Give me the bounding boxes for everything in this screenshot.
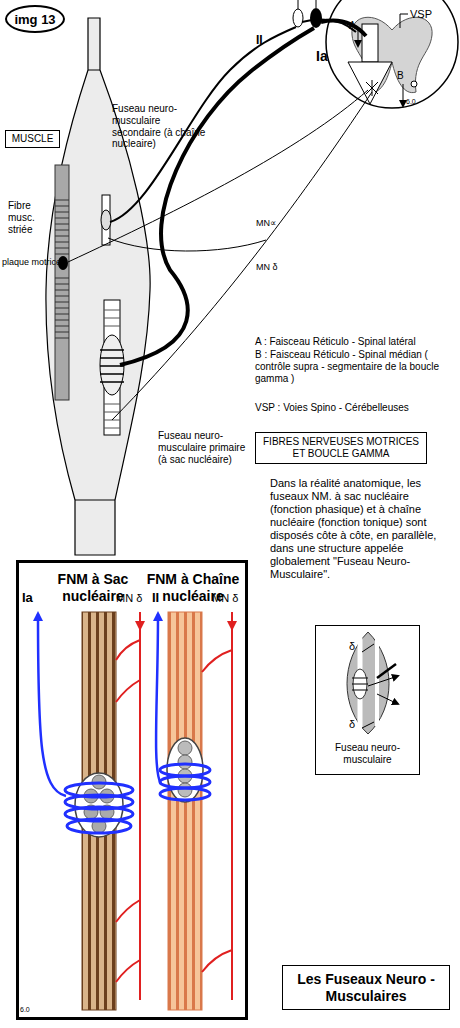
fiber-striation (55, 200, 69, 338)
fiber-Ia (38, 614, 66, 796)
section-box: FIBRES NERVEUSES MOTRICES ET BOUCLE GAMM… (255, 432, 427, 464)
gamma-leader (362, 644, 374, 652)
tendon-line (88, 70, 100, 71)
sensory-coil (352, 678, 368, 690)
striated-fiber (55, 165, 69, 400)
nucleus (178, 755, 192, 769)
node-text: Fuseau neuro-musculaire (318, 742, 417, 766)
sensory-coil (67, 819, 131, 833)
nucleus (178, 783, 192, 797)
figure-tag: img 13 (5, 5, 65, 33)
text-label: Fibre musc. striée (8, 200, 60, 235)
text-label: A (349, 20, 356, 32)
text-label: Dans la réalité anatomique, les fuseaux … (270, 477, 452, 581)
fiber-II (156, 614, 161, 784)
sensory-coil (160, 788, 210, 800)
muscle-outline (46, 18, 150, 555)
nuclear-chain (101, 210, 111, 230)
text-label: MN δ (116, 592, 142, 605)
text-label: MN δ (212, 592, 238, 605)
motoneuron-symbol (366, 80, 378, 96)
interneuron-symbol (411, 81, 417, 87)
alpha-motor-fiber (68, 90, 368, 262)
chain-intrafusal-fiber (168, 612, 202, 1010)
fiber-Ia (321, 21, 366, 36)
node-text: img 13 (7, 12, 63, 27)
text-label: MN δ (256, 262, 278, 273)
nuclear-bag (353, 669, 367, 699)
text-label: B : Faisceau Réticulo - Spinal médian ( … (255, 349, 455, 384)
node-text: FIBRES NERVEUSES MOTRICES ET BOUCLE GAMM… (256, 436, 426, 460)
afferent-fiber (377, 664, 396, 678)
text-label: Ia (22, 590, 33, 605)
sensory-coil (160, 776, 210, 788)
text-label: VSP : Voies Spino - Cérébelleuses (255, 402, 455, 414)
text-label: Fuseau neuro-musculaire primaire (à sac … (158, 430, 250, 465)
text-label: Fuseau neuro-musculaire secondaire (à ch… (112, 103, 208, 150)
text-label: VSP (410, 8, 432, 21)
spinal-ganglion (293, 9, 303, 27)
title: Les Fuseaux Neuro - Musculaires (283, 971, 449, 1004)
ganglion-stalk (298, 0, 299, 9)
text-label: plaque motrice (2, 257, 61, 268)
secondary-spindle (102, 195, 110, 245)
tract-arrow-shaft (362, 24, 378, 62)
ganglion-stalk (316, 0, 317, 8)
spinal-ganglion (310, 8, 322, 28)
text-label: B (397, 70, 404, 82)
afferent-fiber (368, 676, 398, 686)
text-label: MN∝ (256, 218, 276, 229)
text-label: Ia (316, 48, 328, 65)
tendon-line (75, 500, 115, 501)
detail-panel: FNM à Sac nucléaireFNM à Chaîne nucléair… (16, 560, 248, 1020)
text-label: 6.0 (20, 1006, 30, 1014)
vsp-leader (400, 14, 408, 28)
section-box: MUSCLE (5, 130, 60, 148)
text-label: A : Faisceau Réticulo - Spinal latéral (255, 336, 460, 348)
node-text: MUSCLE (6, 133, 59, 145)
text-label: II (152, 590, 159, 605)
text-label: 6.0 (406, 98, 416, 106)
gamma-motor-fiber (202, 624, 232, 1000)
gamma-motor-fiber (116, 624, 140, 1000)
nucleus (178, 741, 192, 755)
text-label: II (256, 33, 263, 47)
fiber-Ia (120, 28, 314, 365)
afferent-fiber (377, 694, 398, 704)
gamma-motor-fiber (108, 238, 266, 251)
tract-arrow (403, 84, 404, 106)
spinal-cord (326, 0, 458, 108)
spindle-capsule (347, 632, 389, 734)
tract-arrow-head (348, 62, 392, 104)
text-label: δ (349, 640, 355, 653)
gamma-leader (362, 722, 374, 728)
nuclear-chain (167, 738, 203, 802)
spindle-panel: Fuseau neuro-musculaire (315, 625, 420, 775)
sensory-coil (160, 764, 210, 776)
tract-arrow (358, 30, 359, 46)
title-box: Les Fuseaux Neuro - Musculaires (282, 965, 450, 1010)
text-label: δ (349, 718, 355, 731)
